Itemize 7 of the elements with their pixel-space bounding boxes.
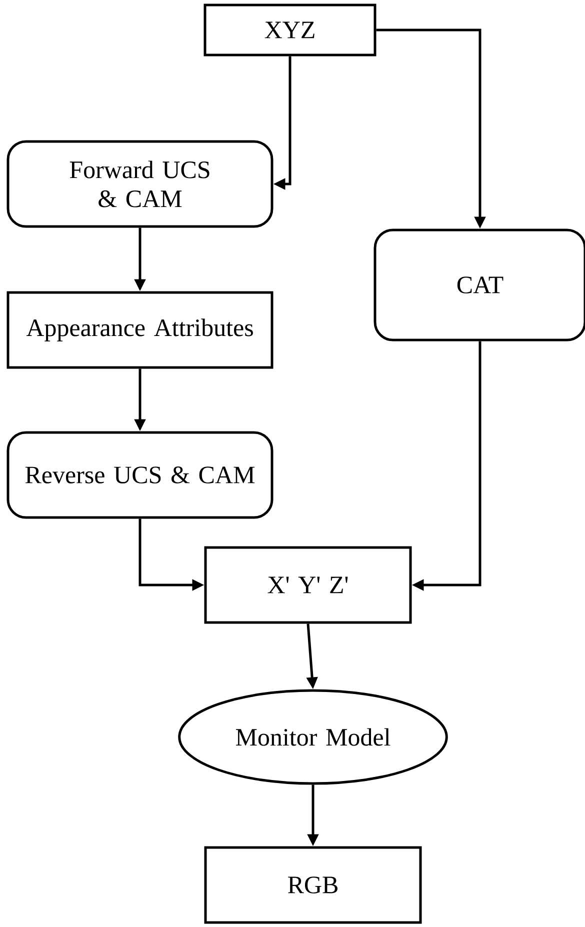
process-box: XYZ (204, 4, 376, 56)
process-box: X' Y' Z' (204, 546, 412, 624)
process-box: Forward UCS & CAM (6, 140, 274, 228)
process-box: Reverse UCS & CAM (6, 431, 274, 519)
process-box: RGB (204, 846, 422, 924)
process-box: CAT (374, 228, 585, 342)
process-box: Appearance Attributes (6, 291, 274, 369)
